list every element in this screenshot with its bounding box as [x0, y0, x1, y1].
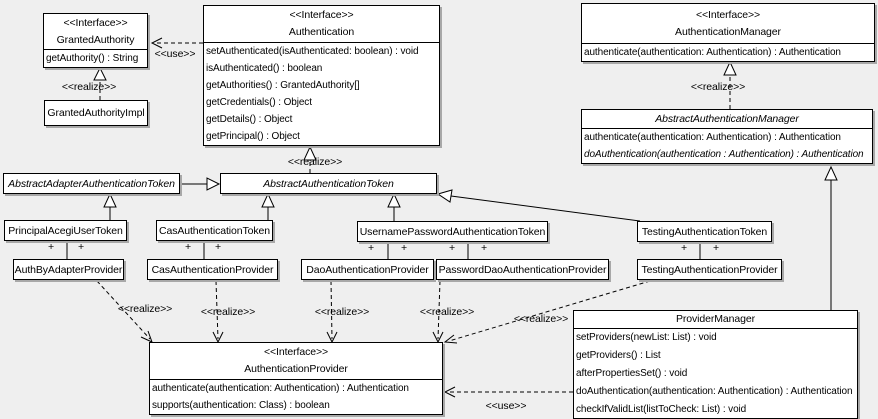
- association-end-plus: +: [480, 242, 488, 254]
- method: getPrincipal() : Object: [206, 131, 300, 142]
- class-name: DaoAuthenticationProvider: [306, 263, 429, 276]
- class-name: AbstractAdapterAuthenticationToken: [8, 177, 175, 190]
- method: getAuthority() : String: [46, 53, 139, 64]
- use-authentication-grantedauthority: [150, 37, 203, 49]
- association-end-plus: +: [400, 242, 408, 254]
- use-providermanager-authenticationprovider: [443, 386, 573, 398]
- class-name: ProviderManager: [675, 313, 756, 325]
- generalization-cas-token-connector: [261, 192, 275, 220]
- stereotype: <<Interface>>: [289, 9, 354, 21]
- association-end-plus: +: [77, 241, 85, 253]
- class-username-password-authentication-token[interactable]: UsernamePasswordAuthenticationToken: [357, 221, 548, 242]
- method: isAuthenticated() : boolean: [206, 63, 323, 74]
- class-authentication-manager[interactable]: <<Interface>> AuthenticationManager auth…: [581, 3, 875, 62]
- class-name: TestingAuthenticationToken: [641, 225, 768, 238]
- realize-grantedauthorityimpl: [93, 66, 107, 100]
- class-name: GrantedAuthorityImpl: [47, 107, 145, 119]
- class-name: CasAuthenticationToken: [158, 224, 271, 237]
- generalization-usernamepassword-token-connector: [387, 192, 401, 221]
- class-name: AuthenticationManager: [675, 25, 781, 38]
- method: doAuthentication(authentication: Authent…: [576, 386, 853, 397]
- class-cas-authentication-provider[interactable]: CasAuthenticationProvider: [147, 259, 278, 280]
- realize-label: <<realize>>: [200, 306, 256, 318]
- method: doAuthentication(authentication : Authen…: [584, 149, 864, 160]
- class-granted-authority-impl[interactable]: GrantedAuthorityImpl: [44, 100, 148, 126]
- association-end-plus: +: [47, 241, 55, 253]
- class-authentication-provider[interactable]: <<Interface>> AuthenticationProvider aut…: [149, 342, 443, 415]
- class-name: TestingAuthenticationProvider: [641, 263, 778, 276]
- class-name: AuthenticationProvider: [244, 363, 348, 375]
- class-authentication[interactable]: <<Interface>> Authentication setAuthenti…: [203, 5, 440, 146]
- class-dao-authentication-provider[interactable]: DaoAuthenticationProvider: [301, 259, 434, 280]
- generalization-adapter-token-connector: [180, 177, 221, 191]
- class-name: PasswordDaoAuthenticationProvider: [438, 263, 607, 276]
- class-name: AbstractAuthenticationToken: [263, 177, 394, 190]
- class-granted-authority[interactable]: <<Interface>> GrantedAuthority getAuthor…: [43, 13, 148, 68]
- realize-label: <<realize>>: [513, 313, 569, 325]
- class-name: Authentication: [288, 26, 355, 38]
- method: setAuthenticated(isAuthenticated: boolea…: [206, 46, 419, 57]
- class-provider-manager[interactable]: ProviderManager setProviders(newList: Li…: [573, 310, 858, 419]
- class-abstract-authentication-token[interactable]: AbstractAuthenticationToken: [220, 173, 437, 194]
- generalization-provider-manager-connector: [824, 165, 838, 310]
- stereotype: <<Interface>>: [63, 16, 128, 29]
- class-testing-authentication-token[interactable]: TestingAuthenticationToken: [637, 221, 772, 242]
- association-end-plus: +: [367, 242, 375, 254]
- method: getDetails() : Object: [206, 114, 293, 125]
- method: setProviders(newList: List) : void: [576, 332, 717, 343]
- stereotype: <<Interface>>: [695, 8, 761, 21]
- realize-label: <<realize>>: [314, 306, 370, 318]
- association-end-plus: +: [680, 242, 688, 254]
- generalization-principal-token-connector: [103, 192, 117, 220]
- class-testing-authentication-provider[interactable]: TestingAuthenticationProvider: [637, 259, 782, 280]
- realize-abstractauthenticationmanager: [723, 60, 737, 109]
- use-label: <<use>>: [485, 400, 527, 412]
- class-abstract-adapter-authentication-token[interactable]: AbstractAdapterAuthenticationToken: [3, 173, 180, 194]
- realize-label: <<realize>>: [117, 303, 173, 315]
- class-name: GrantedAuthority: [56, 33, 135, 46]
- realize-label: <<realize>>: [287, 156, 343, 168]
- method: authenticate(authentication: Authenticat…: [152, 383, 409, 394]
- association-end-plus: +: [214, 241, 222, 253]
- method: checkIfValidList(listToCheck: List) : vo…: [576, 404, 747, 415]
- realize-label: <<realize>>: [690, 81, 746, 93]
- association-end-plus: +: [712, 242, 720, 254]
- class-name: CasAuthenticationProvider: [151, 263, 274, 276]
- class-name: AbstractAuthenticationManager: [655, 112, 799, 125]
- realize-testing-provider: [443, 280, 651, 344]
- class-name: PrincipalAcegiUserToken: [8, 224, 123, 237]
- association-end-plus: +: [184, 241, 192, 253]
- method: getCredentials() : Object: [206, 97, 312, 108]
- stereotype: <<Interface>>: [263, 346, 329, 358]
- use-label: <<use>>: [154, 48, 196, 60]
- association-end-plus: +: [448, 242, 456, 254]
- class-name: UsernamePasswordAuthenticationToken: [359, 225, 546, 238]
- method: getProviders() : List: [576, 350, 661, 361]
- method: authenticate(authentication: Authenticat…: [584, 47, 841, 58]
- class-auth-by-adapter-provider[interactable]: AuthByAdapterProvider: [13, 259, 124, 280]
- method: getAuthorities() : GrantedAuthority[]: [206, 80, 360, 91]
- method: supports(authentication: Class) : boolea…: [152, 400, 330, 411]
- class-name: AuthByAdapterProvider: [14, 263, 123, 276]
- realize-abstractauthenticationtoken: [303, 145, 317, 173]
- realize-label: <<realize>>: [419, 306, 475, 318]
- method: authenticate(authentication: Authenticat…: [584, 132, 841, 143]
- class-abstract-authentication-manager[interactable]: AbstractAuthenticationManager authentica…: [581, 109, 873, 164]
- method: afterPropertiesSet() : void: [576, 368, 688, 379]
- class-cas-authentication-token[interactable]: CasAuthenticationToken: [156, 220, 273, 241]
- realize-label: <<realize>>: [61, 81, 117, 93]
- class-password-dao-authentication-provider[interactable]: PasswordDaoAuthenticationProvider: [436, 259, 609, 280]
- class-principal-acegi-user-token[interactable]: PrincipalAcegiUserToken: [4, 220, 127, 241]
- generalization-testing-token-connector: [436, 189, 641, 222]
